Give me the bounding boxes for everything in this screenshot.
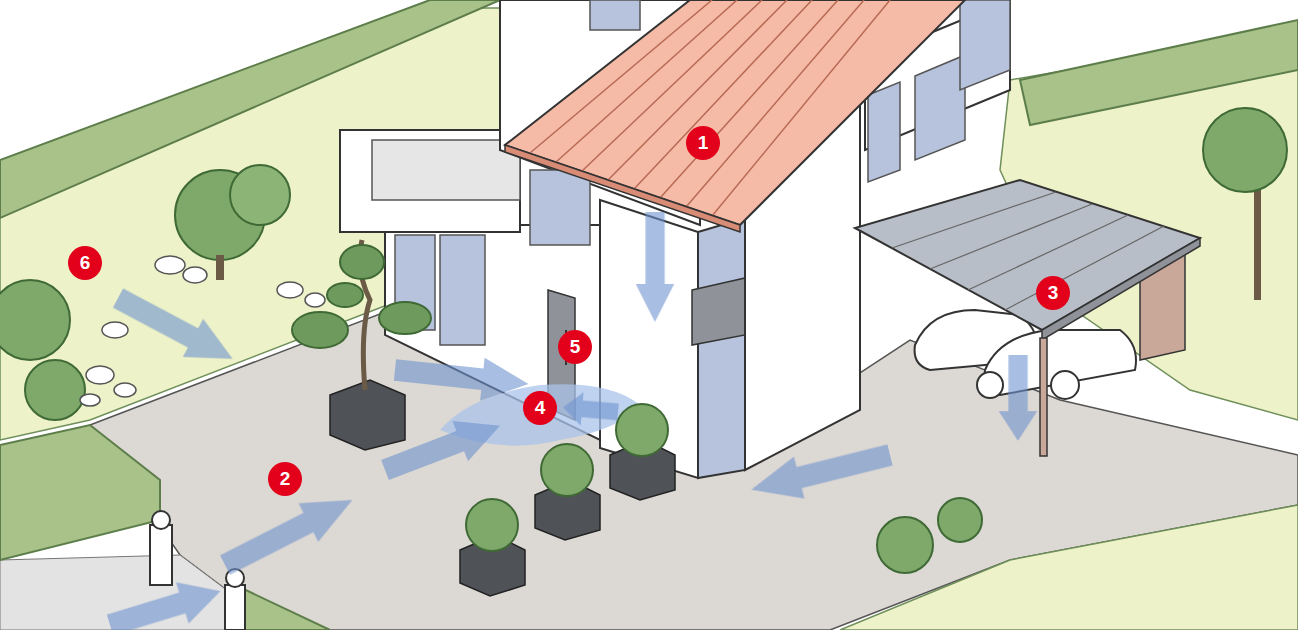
callout-number: 3	[1036, 276, 1070, 310]
callout-number: 1	[686, 126, 720, 160]
callout-number: 6	[68, 246, 102, 280]
callout-number: 4	[523, 391, 557, 425]
callout-number: 5	[558, 330, 592, 364]
callout-number: 2	[268, 462, 302, 496]
